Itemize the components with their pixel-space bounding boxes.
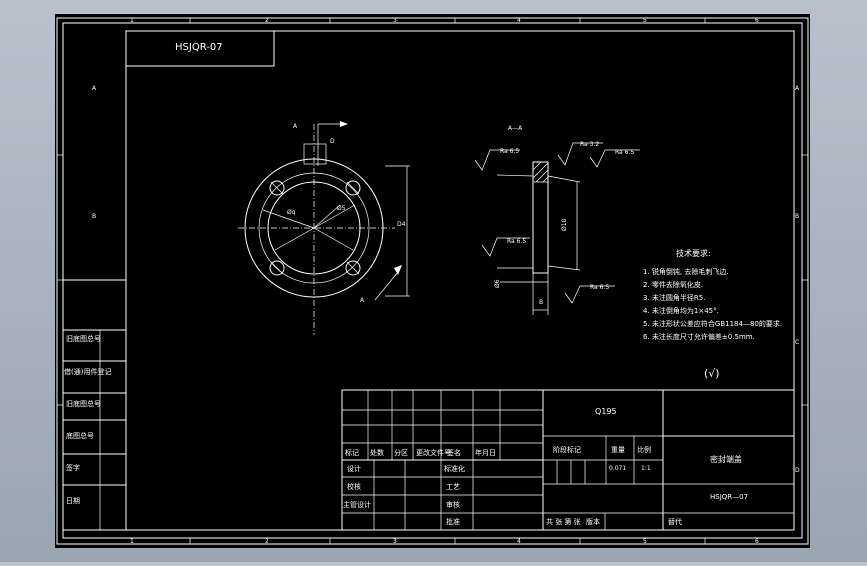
dim-phi-d2: Ø5 [337,205,346,212]
col-label-2: 2 [265,17,269,24]
sheet-count: 共 张 第 张 [546,517,581,526]
tech-item-1: 1. 锐角倒钝, 去除毛刺飞边. [643,267,729,276]
tech-item-2: 2. 零件去除氧化皮. [643,280,703,289]
row-label-d-right: D [795,467,800,474]
row-label-b: B [92,213,96,220]
left-table-cell-4: 底图总号 [66,431,94,440]
row-label-a-right: A [795,85,800,92]
rev-header-4: 更改文件号 [416,448,451,457]
col-label-5: 5 [643,17,647,24]
left-table-cell-6: 日期 [66,497,80,505]
dim-bottom-a: A [360,297,365,304]
rev-header-2: 处数 [370,448,384,457]
tech-item-3: 3. 未注圆角半径R5. [643,293,705,302]
col-label-6: 6 [755,17,759,24]
left-table-cell-3: 旧底图总号 [66,399,101,408]
dim-phi-d: Øq [287,209,296,216]
drawing-number: HSJQR—07 [710,493,748,501]
roughness-4: Ra 6.5 [507,238,526,245]
scale-header: 比例 [637,445,651,454]
tech-item-5: 5. 未注形状公差应符合GB1184—80的要求. [643,319,782,328]
part-name: 密封端盖 [710,454,742,464]
rev-header-3: 分区 [394,448,408,457]
left-table-cell-2: 借(通)用件登记 [64,367,111,376]
col-label-1b: 1 [130,538,134,545]
roughness-5: Ra 6.5 [590,284,609,291]
bolt-hole-br [345,260,361,276]
front-view [238,121,410,335]
col-label-3b: 3 [393,538,397,545]
col-label-3: 3 [393,17,397,24]
col-label-4b: 4 [517,538,521,545]
code-box [125,30,275,67]
rev-header-6: 年月日 [475,448,496,457]
row-label-a: A [92,85,97,92]
weight-header: 重量 [611,446,625,454]
role-review: 审核 [446,500,460,509]
bolt-hole-bl [269,260,285,276]
scale-value: 1:1 [641,465,651,472]
tech-item-6: 6. 未注长度尺寸允许偏差±0.5mm. [643,332,755,341]
left-table-cell-5: 签字 [66,463,80,472]
section-view-label: A—A [508,125,523,132]
version-label: 版本 [586,517,600,526]
dim-phi-10: Ø10 [561,218,568,231]
row-label-b-right: B [795,213,799,220]
dim-phi-s: Ø6 [494,279,501,288]
row-label-c-right: C [795,339,799,346]
section-arrow-label: A [293,123,298,130]
role-chief: 主管设计 [343,500,371,509]
roughness-3: Ra 6.5 [615,149,634,156]
code-box-text: HSJQR-07 [175,42,223,53]
col-label-1: 1 [130,17,134,24]
roughness-1: Ra 6.5 [500,148,519,155]
col-label-6b: 6 [755,538,759,545]
dim-top-d: D [330,138,335,145]
stage-mark-header: 阶段标记 [553,445,581,454]
zone-ticks [57,18,808,544]
material-text: Q195 [595,407,617,416]
tech-item-4: 4. 未注倒角均为1×45°. [643,306,719,315]
dim-width-b: B [539,299,543,306]
bolt-hole-tr [345,180,361,196]
role-standard: 标准化 [444,464,465,473]
rev-header-5: 签名 [447,448,461,457]
role-approve: 批准 [446,517,460,526]
col-label-2b: 2 [265,538,269,545]
col-label-5b: 5 [643,538,647,545]
finish-symbol: (√) [704,367,720,380]
weight-value: 0.071 [609,465,626,472]
tech-title: 技术要求: [676,248,711,258]
role-process: 工艺 [446,483,460,491]
sheet-background [55,14,810,548]
col-label-4: 4 [517,17,521,24]
roughness-2: Ra 3.2 [580,141,599,148]
replace-label: 替代 [668,517,682,526]
bolt-hole-tl [269,180,285,196]
outer-frame [56,17,809,545]
left-table [63,279,126,531]
role-check: 校核 [347,482,361,491]
dim-diameter-right: D4 [397,221,406,228]
rev-header-1: 标记 [345,448,359,457]
left-table-cell-1: 旧底图总号 [66,334,101,343]
section-view [474,142,640,315]
title-block-grid [341,389,795,531]
role-design: 设计 [347,464,361,473]
